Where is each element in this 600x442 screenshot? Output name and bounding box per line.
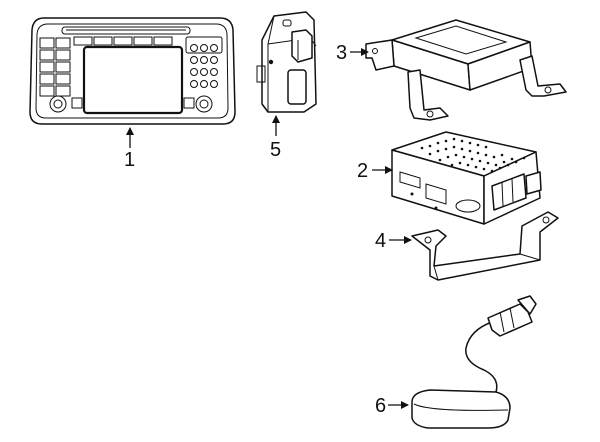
radio-display-unit[interactable] xyxy=(29,17,236,125)
vent-grid xyxy=(420,137,526,173)
amplifier-module[interactable] xyxy=(256,11,317,113)
left-button-grid xyxy=(39,37,71,97)
callout-3: 3 xyxy=(336,42,347,64)
callout-4: 4 xyxy=(375,230,386,252)
callout-2: 2 xyxy=(357,160,368,182)
right-knob xyxy=(195,95,213,113)
right-keypad xyxy=(185,36,223,88)
top-button-strip xyxy=(73,36,173,46)
callout-5: 5 xyxy=(270,139,281,161)
callout-labels: 1 5 3 2 4 6 xyxy=(124,42,386,417)
gps-antenna[interactable] xyxy=(411,295,537,429)
control-module[interactable] xyxy=(391,131,542,225)
lower-bracket[interactable] xyxy=(411,211,559,281)
left-knob xyxy=(49,95,67,113)
callout-6: 6 xyxy=(375,395,386,417)
callout-leaders xyxy=(126,48,412,409)
display-screen xyxy=(82,45,184,115)
callout-1: 1 xyxy=(124,149,135,171)
upper-bracket[interactable] xyxy=(365,19,567,121)
